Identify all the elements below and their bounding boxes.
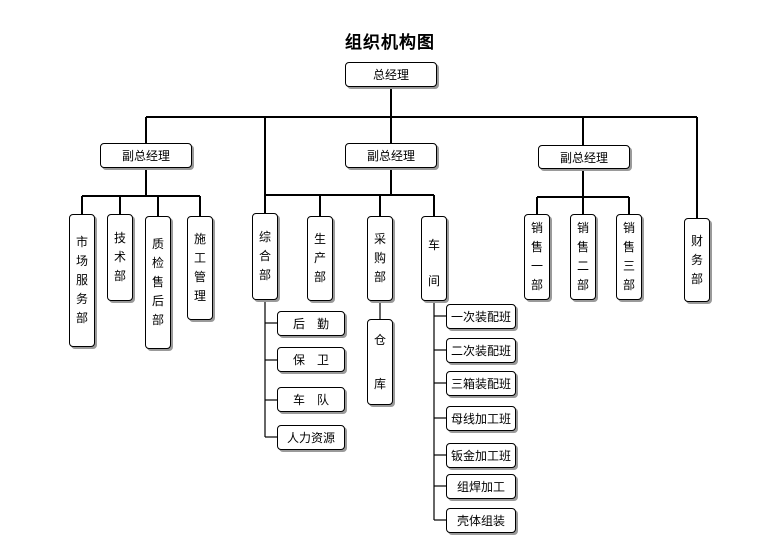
- production-dept-box: 生 产 部: [307, 216, 333, 301]
- market-service-dept-box: 市 场 服 务 部: [69, 214, 95, 347]
- assembly-team-1-box: 一次装配班: [446, 304, 516, 329]
- char: 理: [193, 289, 206, 303]
- char: 部: [690, 271, 703, 286]
- char: 部: [258, 268, 271, 282]
- vice-manager-mid-box: 副总经理: [345, 143, 437, 168]
- human-resources-box: 人力资源: [277, 425, 345, 450]
- char: 购: [373, 251, 386, 265]
- char: 综: [258, 230, 271, 244]
- general-manager-box: 总经理: [345, 62, 437, 87]
- char: 采: [373, 232, 386, 246]
- char: 销: [530, 221, 543, 235]
- char: 务: [690, 252, 703, 267]
- char: 产: [313, 251, 326, 265]
- general-affairs-dept-box: 综 合 部: [252, 213, 278, 300]
- warehouse-box: 仓 库: [367, 319, 393, 405]
- assembly-team-2-box: 二次装配班: [446, 338, 516, 363]
- char: 管: [193, 270, 206, 284]
- char: 售: [151, 275, 164, 289]
- char: 仓: [373, 333, 386, 347]
- char: 部: [313, 270, 326, 284]
- char: 检: [151, 256, 164, 270]
- char: 库: [373, 377, 386, 391]
- char: 售: [622, 240, 635, 254]
- fleet-unit-box: 车 队: [277, 387, 345, 412]
- char: 部: [75, 311, 88, 325]
- char: 二: [576, 259, 589, 273]
- char: 部: [622, 278, 635, 292]
- char: 场: [75, 254, 88, 268]
- workshop-box: 车 间: [421, 216, 447, 301]
- quality-aftersales-dept-box: 质 检 售 后 部: [145, 216, 171, 349]
- char: 一: [530, 259, 543, 273]
- shell-assembly-box: 壳体组装: [446, 508, 516, 533]
- char: 质: [151, 237, 164, 251]
- busbar-team-box: 母线加工班: [446, 406, 516, 431]
- char: 三: [622, 259, 635, 273]
- char: 市: [75, 235, 88, 249]
- security-unit-box: 保 卫: [277, 347, 345, 372]
- char: 间: [427, 274, 440, 288]
- box-assembly-team-box: 三箱装配班: [446, 371, 516, 396]
- char: 销: [622, 221, 635, 235]
- char: 技: [113, 231, 126, 245]
- char: 售: [530, 240, 543, 254]
- char: 售: [576, 240, 589, 254]
- char: 部: [113, 269, 126, 283]
- char: 销: [576, 221, 589, 235]
- sales-dept-3-box: 销 售 三 部: [616, 214, 642, 300]
- char: 部: [373, 270, 386, 284]
- char: 部: [151, 313, 164, 327]
- logistics-unit-box: 后 勤: [277, 311, 345, 336]
- sales-dept-2-box: 销 售 二 部: [570, 214, 596, 300]
- sales-dept-1-box: 销 售 一 部: [524, 214, 550, 300]
- vice-manager-left-box: 副总经理: [100, 143, 192, 168]
- sheetmetal-team-box: 钣金加工班: [446, 443, 516, 468]
- char: 术: [113, 250, 126, 264]
- chart-title: 组织机构图: [345, 33, 435, 53]
- char: 后: [151, 294, 164, 308]
- construction-management-box: 施 工 管 理: [187, 216, 213, 320]
- char: 施: [193, 232, 206, 246]
- char: 合: [258, 249, 271, 263]
- technical-dept-box: 技 术 部: [107, 214, 133, 301]
- char: 生: [313, 232, 326, 246]
- char: 务: [75, 292, 88, 306]
- char: 财: [690, 233, 703, 248]
- vice-manager-right-box: 副总经理: [538, 145, 630, 169]
- char: 车: [427, 238, 440, 252]
- char: 服: [75, 273, 88, 287]
- finance-dept-box: 财 务 部: [684, 218, 710, 302]
- char: 部: [530, 278, 543, 292]
- welding-unit-box: 组焊加工: [446, 474, 516, 499]
- char: 部: [576, 278, 589, 292]
- purchasing-dept-box: 采 购 部: [367, 216, 393, 301]
- char: 工: [193, 251, 206, 265]
